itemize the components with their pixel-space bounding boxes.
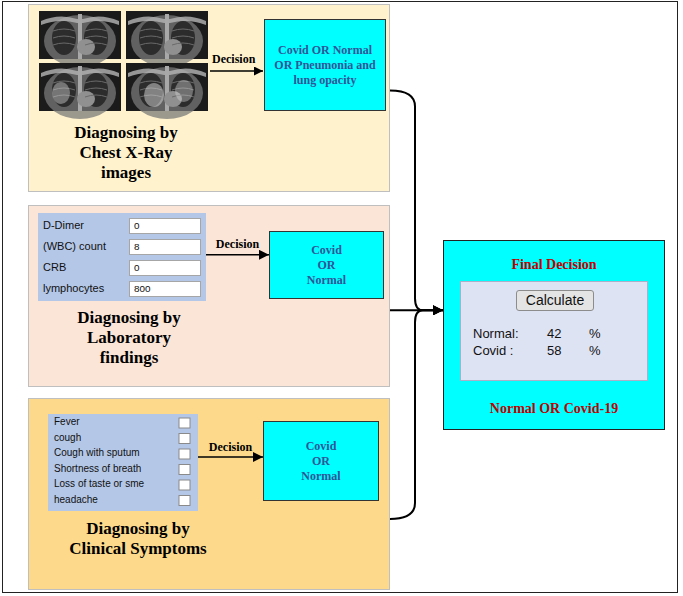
result-text: % — [589, 343, 601, 359]
field-label: D-Dimer — [43, 219, 84, 232]
edge-label: Decision — [216, 237, 259, 251]
decision-text: Covid OR Normal — [304, 243, 350, 288]
symptom-label: headache — [54, 494, 98, 506]
final-result: Normal OR Covid-19 — [444, 401, 664, 418]
result-text: 42 — [547, 326, 561, 342]
input-box: 0 — [129, 218, 201, 234]
form-panel: D-Dimer (WBC) countCRB lymphocytes 0 8 0 800 — [38, 213, 206, 301]
decision-box: Covid OR Normal — [269, 231, 384, 299]
panel: Diagnosing by Chest X-Ray images Covid OR… — [28, 4, 390, 192]
result-text: 58 — [547, 343, 561, 359]
symptom-label: Loss of taste or sme — [54, 478, 144, 490]
field-value: 0 — [134, 262, 140, 274]
result-text: Normal: — [473, 326, 519, 342]
decision-label: Decision — [212, 52, 255, 66]
connector-arrow — [390, 310, 443, 519]
edge-label: Decision — [209, 440, 252, 454]
symptom-label: Shortness of breath — [54, 463, 141, 475]
field-value: 800 — [134, 283, 150, 295]
panel-title: Diagnosing by Clinical Symptoms — [58, 519, 218, 559]
input-box: 0 — [129, 260, 201, 276]
connector-arrow — [206, 254, 269, 256]
symptom-label: cough — [54, 432, 81, 444]
field-label: (WBC) count — [43, 240, 106, 253]
decision-box: Covid OR Normal OR Pneumonia and lung op… — [264, 19, 386, 111]
field-label: lymphocytes — [43, 282, 104, 295]
input-box: 8 — [129, 239, 201, 255]
input-box: 800 — [129, 281, 201, 297]
panel-title: Diagnosing by Chest X-Ray images — [61, 123, 191, 183]
calculate-button: Calculate — [516, 290, 594, 311]
final-title: Final Decision — [444, 257, 664, 274]
field-value: 0 — [134, 220, 140, 232]
field-value: 8 — [134, 241, 140, 253]
result-text: Covid : — [473, 343, 513, 359]
connector-arrow — [198, 456, 263, 458]
panel: Diagnosing by Clinical Symptoms Fever cou… — [28, 398, 390, 590]
field-label: CRB — [43, 261, 66, 274]
decision-text: Covid OR Normal — [298, 439, 344, 484]
result-panel: Normal: 42% Covid : 58% Calculate — [460, 281, 648, 381]
panel-title: Diagnosing by Laboratory findings — [64, 308, 194, 368]
decision-box: Covid OR Normal — [263, 421, 379, 501]
connector-arrow — [390, 90, 443, 310]
symptom-label: Fever — [54, 416, 80, 428]
final-box: Final DecisionNormal OR Covid-19 Normal: 4… — [443, 240, 665, 430]
symptom-label: Cough with sputum — [54, 447, 140, 459]
button-text: Calculate — [526, 292, 584, 309]
panel: Diagnosing by Laboratory findings D-Dimer… — [28, 205, 390, 387]
result-text: % — [589, 326, 601, 342]
symptom-panel: Fever coughCough with sputumShortness of … — [48, 414, 198, 511]
decision-text: Covid OR Normal OR Pneumonia and lung op… — [269, 43, 381, 88]
